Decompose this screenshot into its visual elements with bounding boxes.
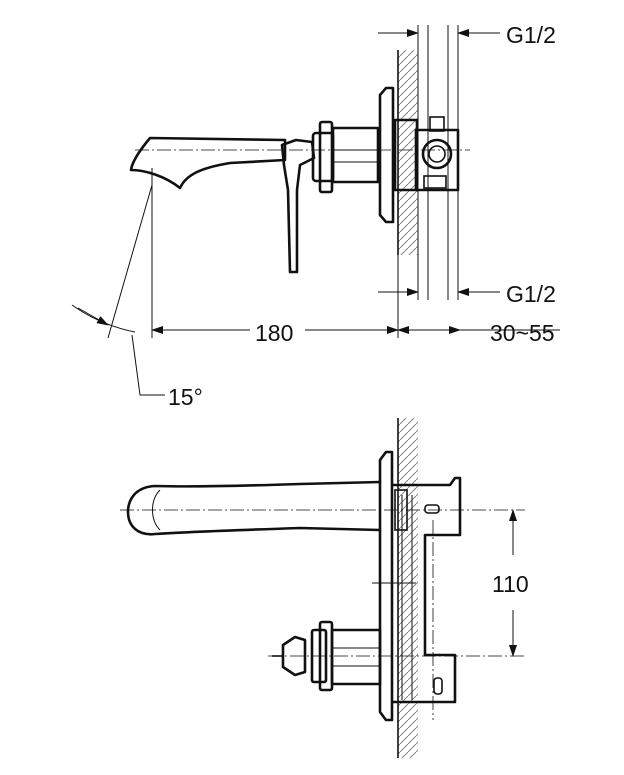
side-view: G1/2 G1/2 180 30~55 15° bbox=[71, 22, 560, 410]
mounting-bracket bbox=[391, 476, 462, 704]
inlet-ring-inner bbox=[428, 145, 446, 163]
top-view: 110 bbox=[120, 418, 529, 758]
dim-15-degrees: 15° bbox=[168, 384, 203, 410]
lever-knob-top bbox=[281, 635, 307, 677]
bracket-slot-bottom bbox=[433, 677, 443, 695]
wall-hatch-bottom bbox=[398, 418, 418, 758]
dim-g12-top: G1/2 bbox=[506, 22, 556, 48]
dim-180: 180 bbox=[255, 320, 293, 346]
dim-110: 110 bbox=[492, 571, 529, 597]
connector-tab bbox=[429, 116, 445, 132]
angle-ray bbox=[107, 184, 153, 339]
inlet-ring-outer bbox=[421, 138, 453, 170]
spout-side bbox=[129, 136, 287, 190]
dim-30-55: 30~55 bbox=[490, 320, 555, 346]
bracket-slot-top bbox=[424, 504, 440, 514]
valve-body bbox=[331, 126, 380, 184]
wall-hatch-top bbox=[398, 50, 418, 255]
dim-g12-bottom: G1/2 bbox=[506, 281, 556, 307]
escutcheon-side bbox=[378, 86, 395, 224]
angle-arrow-left bbox=[77, 307, 109, 326]
angle-arc bbox=[71, 304, 136, 333]
angle-leader bbox=[131, 334, 165, 396]
cartridge-body bbox=[311, 131, 335, 183]
spout-top bbox=[126, 480, 382, 536]
lever-handle bbox=[280, 138, 316, 274]
escutcheon-top bbox=[378, 450, 394, 722]
valve-body-top bbox=[330, 628, 382, 686]
connector-tab-bottom bbox=[423, 175, 447, 189]
